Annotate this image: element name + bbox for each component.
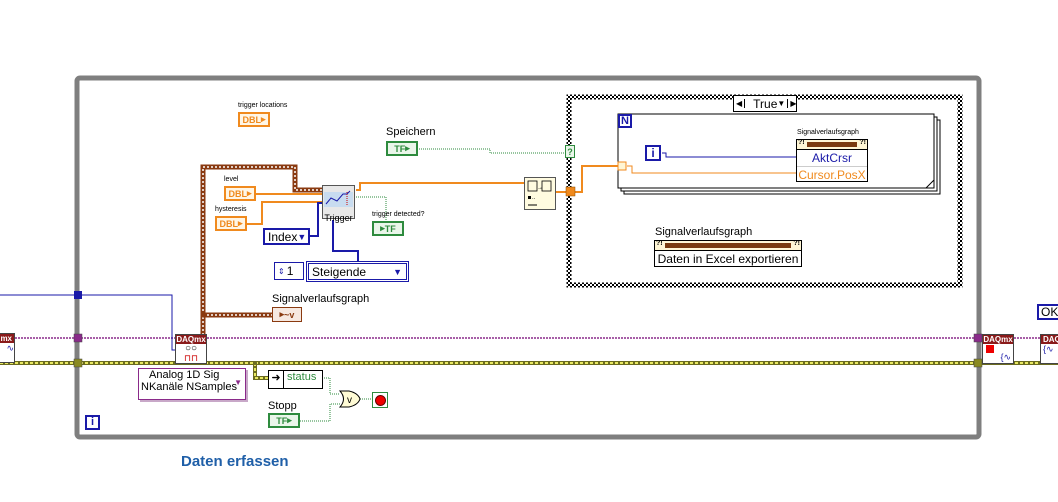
waveform-icon: ∿ [6,343,14,353]
daqmx-clear-node[interactable]: DAQmx {∿ [982,334,1014,364]
glasses-icon: ○○ [184,343,198,354]
array-subset-node[interactable]: → .. [524,177,556,210]
slope-numeric[interactable]: ⇕1 [274,262,304,280]
ok-constant[interactable]: OK [1037,304,1058,320]
property-node-header: ?!?! [655,240,801,251]
property-row-aktcrsr[interactable]: AktCrsr [812,151,852,165]
signal-graph-terminal[interactable]: ▸~v [272,307,302,322]
loop-label: Daten erfassen [181,453,289,470]
stop-icon [986,345,994,353]
blue-wire-left[interactable] [0,294,178,351]
case-selector-terminal[interactable]: ? [565,145,575,158]
case-tunnel-orange [565,186,576,197]
tunnel-error-left [73,358,83,368]
hysteresis-terminal[interactable]: DBL▸ [215,216,247,231]
daqmx-header: DAQ [1041,335,1058,344]
status-label: status [287,371,317,383]
chevron-down-icon: ▼ [234,378,242,387]
daqmx-read-node[interactable]: DAQmx ○○ ⊓⊓ [175,334,207,364]
slope-numeric-value: 1 [286,264,294,278]
signal-graph-label: Signalverlaufsgraph [272,293,370,305]
daqmx-header: DAQmx [983,335,1013,344]
trigger-node[interactable]: Trigger [322,185,355,223]
waveform-wire[interactable] [200,164,322,335]
export-property-node[interactable]: ?!?! Daten in Excel exportieren [654,240,802,267]
svg-text:..: .. [532,195,536,201]
while-loop-border[interactable] [74,75,982,440]
trigger-node-label: Trigger [324,213,353,223]
tunnel-error-right [973,358,983,368]
daqmx-start-node[interactable]: mx ∿ [0,333,15,363]
daqmx-next-node[interactable]: DAQ {∿ [1040,334,1058,364]
tunnel-blue [74,291,82,299]
array-subset-icon: → .. [527,180,552,206]
loop-condition-terminal[interactable] [372,392,388,408]
slope-enum[interactable]: Steigende ▼ [306,261,409,282]
trigger-locations-label: trigger locations [238,102,288,109]
or-gate-symbol: v [347,395,352,406]
for-loop-border[interactable] [617,113,935,189]
index-enum-value: Index [268,229,298,244]
speichern-terminal[interactable]: TF▸ [386,141,418,156]
stop-icon [374,394,386,406]
cursor-property-title: Signalverlaufsgraph [797,129,859,136]
daqmx-header: DAQmx [176,335,206,344]
tunnel-purple-left [73,333,83,343]
case-selector[interactable]: ◀ True ▼ ▶ [733,95,797,112]
trigger-waveform-icon [324,190,353,207]
wire-junction-waveform [200,312,206,318]
arrow-right-icon: ➜ [269,371,284,388]
stopp-label: Stopp [268,400,297,412]
daqmx-header: mx [0,334,14,343]
speichern-label: Speichern [386,126,436,138]
level-terminal[interactable]: DBL▸ [224,186,256,201]
case-prev-icon[interactable]: ◀ [734,99,746,108]
trigger-locations-terminal[interactable]: DBL▸ [238,112,270,127]
for-loop-count-terminal[interactable]: N [618,114,632,128]
polymorph-line-2: NKanäle NSamples [141,381,237,393]
property-row-export-excel[interactable]: Daten in Excel exportieren [657,252,799,266]
for-loop-iteration-terminal: i [645,145,661,161]
slope-enum-value: Steigende [312,264,367,279]
svg-text:→: → [537,185,543,191]
signal-icon: ⊓⊓ [183,353,199,363]
or-gate[interactable]: v [339,390,361,408]
property-node-header: ?!?! [797,139,867,150]
chevron-down-icon: ▼ [297,231,307,242]
index-enum[interactable]: Index▼ [263,228,310,245]
waveform-icon: {∿ [1043,344,1054,354]
trigger-detected-label: trigger detected? [372,211,425,218]
property-row-cursor-posx[interactable]: Cursor.PosX [797,166,867,182]
spinner-icon: ⇕ [278,266,285,276]
daqmx-read-polymorphic-selector[interactable]: Analog 1D Sig NKanäle NSamples ▼ [138,368,246,400]
tunnel-purple-right [973,333,983,343]
chevron-down-icon: ▼ [393,266,402,277]
cursor-property-node[interactable]: ?!?! AktCrsr Cursor.PosX [796,139,868,182]
polymorph-line-1: Analog 1D Sig [149,369,220,381]
stopp-terminal[interactable]: TF▸ [268,413,300,428]
waveform-icon: {∿ [1000,352,1011,362]
chevron-down-icon[interactable]: ▼ [777,99,786,108]
level-label: level [224,176,239,183]
for-tunnel-index [617,161,627,171]
wire-junction [253,361,257,365]
iteration-wire[interactable] [662,152,800,158]
orange-wire-inner[interactable] [627,165,800,174]
hysteresis-label: hysteresis [215,206,247,213]
status-unbundle-node[interactable]: ➜ status [268,370,323,389]
orange-wires[interactable] [247,165,621,225]
trigger-detected-indicator[interactable]: ▸TF [372,221,404,236]
while-loop-iteration-terminal: i [85,415,100,430]
case-next-icon[interactable]: ▶ [787,99,798,108]
for-loop-fold-corner [925,179,935,189]
blue-wires[interactable] [310,202,359,262]
boolean-wires[interactable] [298,148,566,422]
export-property-title: Signalverlaufsgraph [655,226,753,238]
case-selector-value: True [753,96,778,111]
